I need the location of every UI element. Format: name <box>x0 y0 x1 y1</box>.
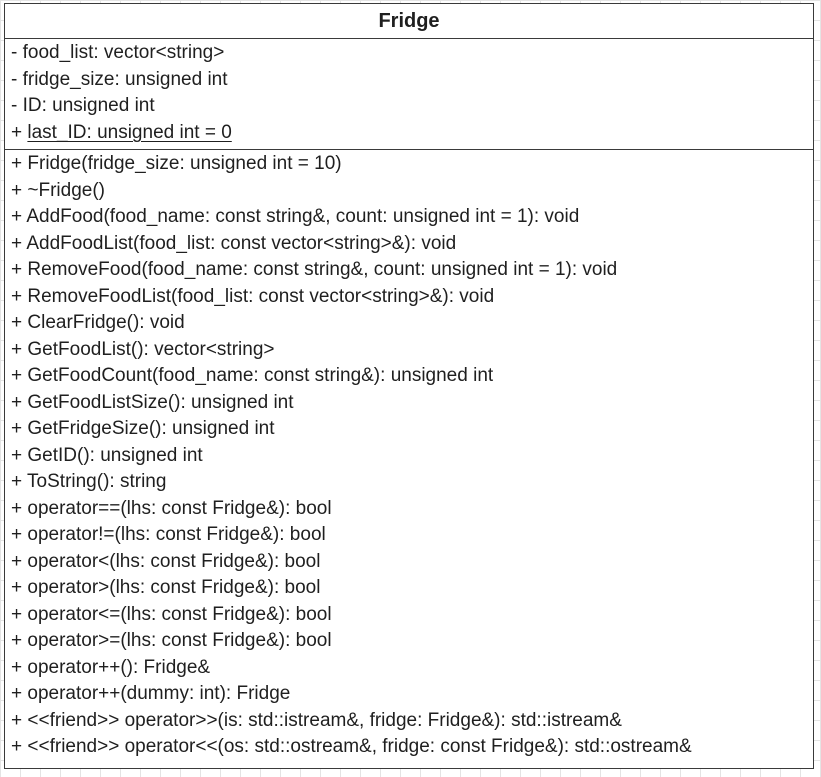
method-text: operator++(dummy: int): Fridge <box>27 683 291 704</box>
attribute-text: fridge_size: unsigned int <box>22 68 228 90</box>
method-row: + operator++(dummy: int): Fridge <box>11 681 813 708</box>
attribute-row: - food_list: vector<string> <box>11 40 813 67</box>
method-text: operator!=(lhs: const Fridge&): bool <box>27 524 326 545</box>
visibility-marker: + <box>11 338 23 360</box>
method-row: + <<friend>> operator<<(os: std::ostream… <box>11 734 813 761</box>
visibility-marker: + <box>11 471 23 492</box>
visibility-marker: + <box>11 683 23 704</box>
attribute-text: last_ID: unsigned int = 0 <box>27 121 232 143</box>
method-row: + operator<=(lhs: const Fridge&): bool <box>11 602 813 629</box>
attributes-compartment: - food_list: vector<string>- fridge_size… <box>5 39 813 150</box>
method-text: GetFridgeSize(): unsigned int <box>27 418 275 439</box>
visibility-marker: - <box>11 95 18 116</box>
method-row: + ClearFridge(): void <box>11 310 813 337</box>
visibility-marker: + <box>11 312 23 333</box>
method-row: + GetFoodCount(food_name: const string&)… <box>11 363 813 390</box>
visibility-marker: + <box>11 259 23 280</box>
method-row: + operator<(lhs: const Fridge&): bool <box>11 549 813 576</box>
method-text: GetFoodListSize(): unsigned int <box>27 391 294 413</box>
method-row: + operator!=(lhs: const Fridge&): bool <box>11 522 813 549</box>
visibility-marker: - <box>11 68 18 90</box>
visibility-marker: + <box>11 577 23 598</box>
visibility-marker: + <box>11 365 23 386</box>
attribute-row: - ID: unsigned int <box>11 93 813 120</box>
visibility-marker: + <box>11 391 23 413</box>
method-text: Fridge(fridge_size: unsigned int = 10) <box>27 153 342 174</box>
method-text: RemoveFood(food_name: const string&, cou… <box>27 259 618 280</box>
visibility-marker: + <box>11 418 23 439</box>
method-row: + GetFoodList(): vector<string> <box>11 337 813 364</box>
visibility-marker: + <box>11 179 23 201</box>
uml-class-box[interactable]: Fridge - food_list: vector<string>- frid… <box>4 3 814 769</box>
method-row: + operator>(lhs: const Fridge&): bool <box>11 575 813 602</box>
visibility-marker: + <box>11 656 23 678</box>
method-row: + GetFridgeSize(): unsigned int <box>11 416 813 443</box>
method-text: operator<=(lhs: const Fridge&): bool <box>27 603 332 625</box>
visibility-marker: + <box>11 285 23 307</box>
method-row: + operator++(): Fridge& <box>11 655 813 682</box>
method-text: GetFoodList(): vector<string> <box>27 338 275 360</box>
visibility-marker: + <box>11 709 23 731</box>
methods-compartment: + Fridge(fridge_size: unsigned int = 10)… <box>5 150 813 761</box>
visibility-marker: - <box>11 42 18 63</box>
visibility-marker: + <box>11 550 23 572</box>
visibility-marker: + <box>11 444 23 466</box>
visibility-marker: + <box>11 630 23 651</box>
method-text: ToString(): string <box>27 471 167 492</box>
method-row: + <<friend>> operator>>(is: std::istream… <box>11 708 813 735</box>
visibility-marker: + <box>11 206 23 227</box>
method-text: GetID(): unsigned int <box>27 444 203 466</box>
method-text: ClearFridge(): void <box>27 312 185 333</box>
visibility-marker: + <box>11 153 23 174</box>
method-text: AddFood(food_name: const string&, count:… <box>26 206 580 227</box>
method-row: + RemoveFood(food_name: const string&, c… <box>11 257 813 284</box>
method-row: + AddFood(food_name: const string&, coun… <box>11 204 813 231</box>
method-row: + GetFoodListSize(): unsigned int <box>11 390 813 417</box>
attribute-text: ID: unsigned int <box>22 95 155 116</box>
method-text: AddFoodList(food_list: const vector<stri… <box>26 232 457 254</box>
method-text: RemoveFoodList(food_list: const vector<s… <box>27 285 495 307</box>
method-text: GetFoodCount(food_name: const string&): … <box>27 365 494 386</box>
method-row: + operator==(lhs: const Fridge&): bool <box>11 496 813 523</box>
method-row: + GetID(): unsigned int <box>11 443 813 470</box>
method-row: + AddFoodList(food_list: const vector<st… <box>11 231 813 258</box>
attribute-text: food_list: vector<string> <box>22 42 225 63</box>
visibility-marker: + <box>11 524 23 545</box>
visibility-marker: + <box>11 232 23 254</box>
method-text: operator++(): Fridge& <box>27 656 211 678</box>
visibility-marker: + <box>11 497 23 519</box>
method-row: + ToString(): string <box>11 469 813 496</box>
method-text: operator>=(lhs: const Fridge&): bool <box>27 630 332 651</box>
method-text: <<friend>> operator>>(is: std::istream&,… <box>27 709 622 731</box>
visibility-marker: + <box>11 121 23 143</box>
method-row: + RemoveFoodList(food_list: const vector… <box>11 284 813 311</box>
attribute-row: - fridge_size: unsigned int <box>11 67 813 94</box>
class-name: Fridge <box>5 4 813 39</box>
method-text: operator>(lhs: const Fridge&): bool <box>27 577 321 598</box>
visibility-marker: + <box>11 736 23 757</box>
method-text: ~Fridge() <box>27 179 105 201</box>
visibility-marker: + <box>11 603 23 625</box>
method-row: + Fridge(fridge_size: unsigned int = 10) <box>11 151 813 178</box>
method-text: <<friend>> operator<<(os: std::ostream&,… <box>27 736 692 757</box>
attribute-row: + last_ID: unsigned int = 0 <box>11 120 813 147</box>
method-row: + operator>=(lhs: const Fridge&): bool <box>11 628 813 655</box>
method-row: + ~Fridge() <box>11 178 813 205</box>
method-text: operator==(lhs: const Fridge&): bool <box>27 497 332 519</box>
method-text: operator<(lhs: const Fridge&): bool <box>27 550 321 572</box>
